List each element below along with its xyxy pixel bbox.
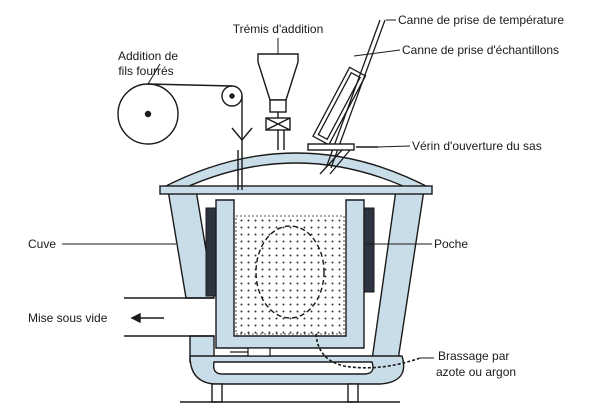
addition-hopper	[257, 53, 299, 150]
vessel-bottom-inner	[212, 361, 374, 375]
ladle-poche	[205, 199, 375, 357]
sampling-probe	[312, 66, 367, 146]
label-tremis: Trémis d'addition	[233, 22, 324, 36]
label-vide: Mise sous vide	[28, 311, 108, 325]
lock-actuator	[307, 143, 378, 151]
ladle-slide-gate	[247, 347, 271, 357]
label-canne-temperature: Canne de prise de température	[398, 13, 564, 27]
probes	[312, 19, 386, 175]
label-fils-line2: fils fourrés	[118, 64, 173, 78]
label-verin: Vérin d'ouverture du sas	[412, 139, 542, 153]
label-canne-echantillons: Canne de prise d'échantillons	[402, 43, 559, 57]
label-poche: Poche	[434, 237, 468, 251]
vacuum-outlet	[124, 297, 214, 337]
stirring-gas-hose	[315, 333, 421, 369]
label-brassage-line1: Brassage par	[438, 349, 509, 363]
label-cuve: Cuve	[28, 237, 56, 251]
vacuum-arrow	[130, 312, 164, 324]
steel-bath	[235, 215, 345, 335]
hopper-funnel	[257, 53, 299, 101]
wire-feeder	[117, 83, 253, 190]
vessel-flange	[159, 185, 433, 195]
label-fils-line1: Addition de	[118, 49, 178, 63]
leader-lines	[62, 19, 434, 359]
label-brassage-line2: azote ou argon	[436, 365, 516, 379]
stirring-loop	[255, 225, 325, 319]
vessel-legs	[180, 383, 400, 403]
vessel-right-wall	[371, 189, 425, 361]
